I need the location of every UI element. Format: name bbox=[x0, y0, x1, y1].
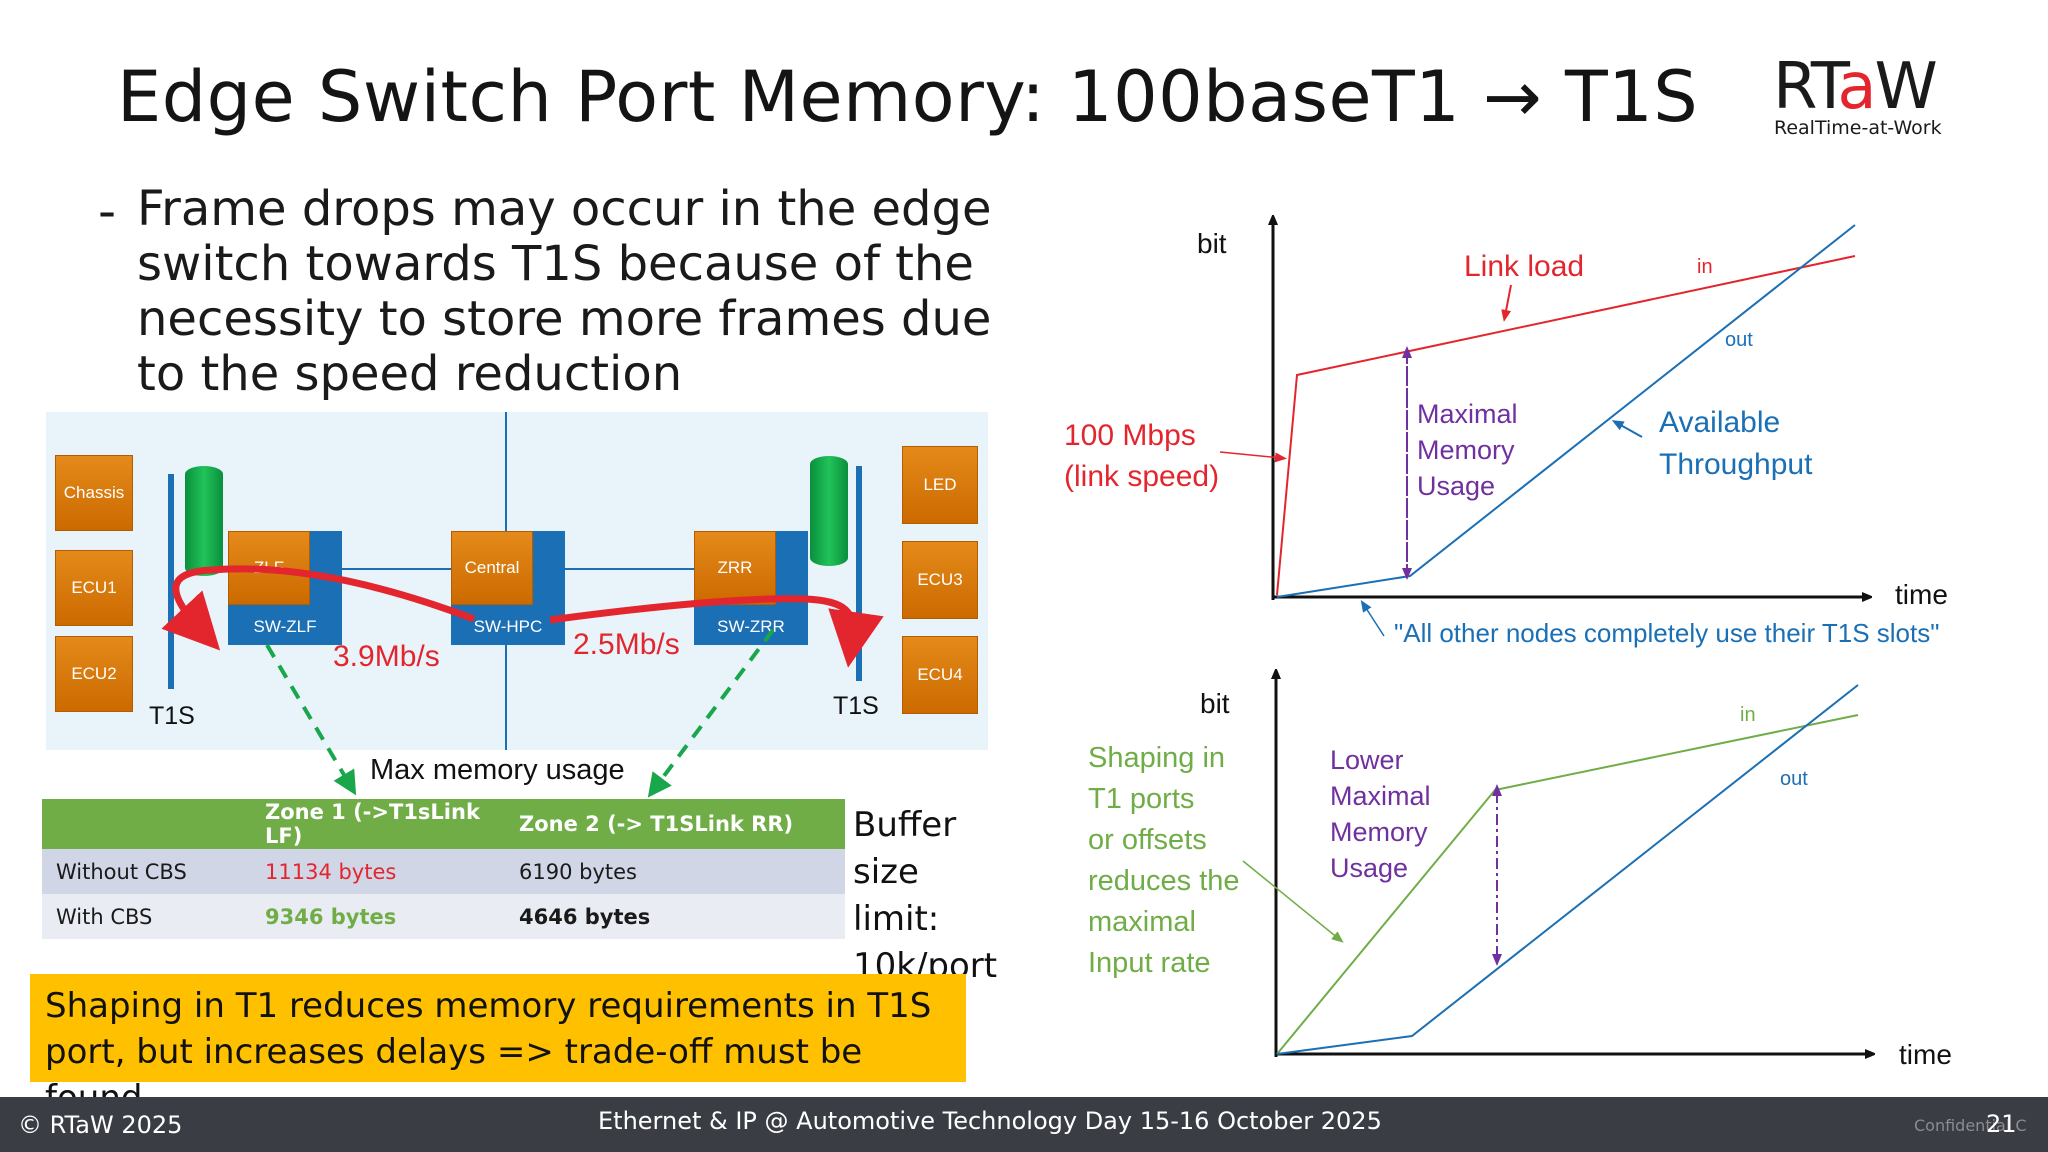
slide-footer: © RTaW 2025 Ethernet & IP @ Automotive T… bbox=[0, 1097, 2048, 1152]
logo-text-w: W bbox=[1874, 50, 1938, 124]
logo-text-rt: RT bbox=[1773, 50, 1839, 124]
top-in-label: in bbox=[1697, 256, 1713, 278]
link-speed-label: 100 Mbps bbox=[1064, 419, 1196, 452]
max-memory-usage-label: Max memory usage bbox=[370, 754, 625, 786]
switch-hpc-label: SW-HPC bbox=[473, 617, 543, 636]
bottom-in-label: in bbox=[1740, 704, 1756, 726]
ecu-ecu4: ECU4 bbox=[902, 636, 978, 714]
lower-line-3: Memory bbox=[1330, 817, 1428, 847]
maximal-line-2: Memory bbox=[1417, 435, 1515, 465]
ecu-led: LED bbox=[902, 446, 978, 524]
rate-label-right: 2.5Mb/s bbox=[573, 628, 680, 661]
rtaw-logo: RTaW bbox=[1773, 50, 1938, 124]
footer-confidential: Confidential C bbox=[1914, 1116, 2027, 1135]
footer-copyright: © RTaW 2025 bbox=[18, 1111, 183, 1139]
row-label: With CBS bbox=[42, 894, 251, 939]
ecu-ecu3: ECU3 bbox=[902, 541, 978, 619]
lower-line-2: Maximal bbox=[1330, 781, 1431, 811]
top-out-label: out bbox=[1725, 329, 1753, 351]
t1s-label-right: T1S bbox=[833, 692, 879, 720]
zone1-value: 9346 bytes bbox=[251, 894, 505, 939]
available-line-1: Available bbox=[1659, 406, 1781, 439]
zone2-value: 6190 bytes bbox=[505, 849, 845, 894]
lower-line-1: Lower bbox=[1330, 745, 1404, 775]
t1s-bus-right bbox=[856, 466, 862, 681]
table-row: Without CBS 11134 bytes 6190 bytes bbox=[42, 849, 845, 894]
table-header-blank bbox=[42, 799, 251, 849]
ecu-ecu2: ECU2 bbox=[55, 636, 133, 712]
memory-usage-table: Zone 1 (->T1sLink LF) Zone 2 (-> T1SLink… bbox=[42, 799, 845, 939]
shaping-note: Shaping in T1 ports or offsets reduces t… bbox=[1088, 738, 1240, 984]
logo-tagline: RealTime-at-Work bbox=[1774, 117, 1942, 139]
all-other-nodes-note: "All other nodes completely use their T1… bbox=[1394, 618, 1940, 648]
network-topology-diagram: Chassis ECU1 ECU2 T1S ZLF SW-ZLF Central… bbox=[46, 412, 988, 750]
buffer-icon-right bbox=[810, 456, 848, 566]
available-line-2: Throughput bbox=[1659, 448, 1813, 481]
slide-title: Edge Switch Port Memory: 100baseT1 → T1S bbox=[117, 56, 1699, 138]
bottom-chart-xlabel: time bbox=[1899, 1039, 1952, 1070]
link-speed-label-2: (link speed) bbox=[1064, 460, 1220, 493]
t1s-label-left: T1S bbox=[149, 702, 195, 730]
bottom-chart-ylabel: bit bbox=[1200, 688, 1230, 719]
zone2-value: 4646 bytes bbox=[505, 894, 845, 939]
shaping-line-2: T1 ports bbox=[1088, 783, 1195, 815]
shaping-line-3: or offsets bbox=[1088, 824, 1207, 856]
bullet-text: Frame drops may occur in the edge switch… bbox=[137, 181, 992, 402]
ecu-ecu1: ECU1 bbox=[55, 550, 133, 626]
bullet-marker: - bbox=[98, 182, 117, 240]
top-chart-ylabel: bit bbox=[1197, 228, 1227, 259]
memory-charts bbox=[1219, 200, 2000, 1080]
switch-zrr: ZRR SW-ZRR bbox=[694, 531, 808, 645]
memory-pointer-arrows bbox=[265, 628, 775, 798]
link-load-label: Link load bbox=[1464, 250, 1585, 283]
shaping-line-4: reduces the bbox=[1088, 865, 1240, 897]
tradeoff-note: Shaping in T1 reduces memory requirement… bbox=[30, 974, 966, 1118]
top-chart-xlabel: time bbox=[1895, 579, 1948, 610]
switch-zrr-zone: ZRR bbox=[694, 531, 776, 605]
zone1-value: 11134 bytes bbox=[251, 849, 505, 894]
maximal-line-3: Usage bbox=[1417, 471, 1496, 501]
table-header-zone1: Zone 1 (->T1sLink LF) bbox=[251, 799, 505, 849]
buffer-size-limit: Buffer size limit: 10k/port bbox=[853, 805, 998, 986]
maximal-memory-usage-label: Maximal Memory Usage bbox=[1417, 396, 1518, 504]
rate-label-left: 3.9Mb/s bbox=[333, 640, 440, 673]
lower-line-4: Usage bbox=[1330, 853, 1409, 883]
switch-zlf-label: SW-ZLF bbox=[253, 617, 317, 636]
shaping-line-5: maximal bbox=[1088, 906, 1196, 938]
logo-text-a: a bbox=[1837, 50, 1876, 124]
shaping-line-6: Input rate bbox=[1088, 947, 1211, 979]
table-header-zone2: Zone 2 (-> T1SLink RR) bbox=[505, 799, 845, 849]
shaping-line-1: Shaping in bbox=[1088, 742, 1226, 774]
maximal-line-1: Maximal bbox=[1417, 399, 1518, 429]
bottom-out-label: out bbox=[1780, 768, 1808, 790]
traffic-arrows bbox=[161, 565, 884, 668]
switch-hpc: Central SW-HPC bbox=[451, 531, 565, 645]
row-label: Without CBS bbox=[42, 849, 251, 894]
footer-event: Ethernet & IP @ Automotive Technology Da… bbox=[598, 1107, 1382, 1135]
buffer-icon-left bbox=[185, 466, 223, 576]
t1s-bus-left bbox=[168, 474, 174, 689]
available-throughput-label: Available Throughput bbox=[1659, 402, 1812, 486]
ecu-chassis: Chassis bbox=[55, 455, 133, 531]
switch-central-zone: Central bbox=[451, 531, 533, 605]
switch-zrr-label: SW-ZRR bbox=[717, 617, 785, 636]
table-row: With CBS 9346 bytes 4646 bytes bbox=[42, 894, 845, 939]
page-number: 21 bbox=[1986, 1110, 2017, 1138]
table-header-row: Zone 1 (->T1sLink LF) Zone 2 (-> T1SLink… bbox=[42, 799, 845, 849]
lower-maximal-memory-label: Lower Maximal Memory Usage bbox=[1330, 742, 1431, 886]
